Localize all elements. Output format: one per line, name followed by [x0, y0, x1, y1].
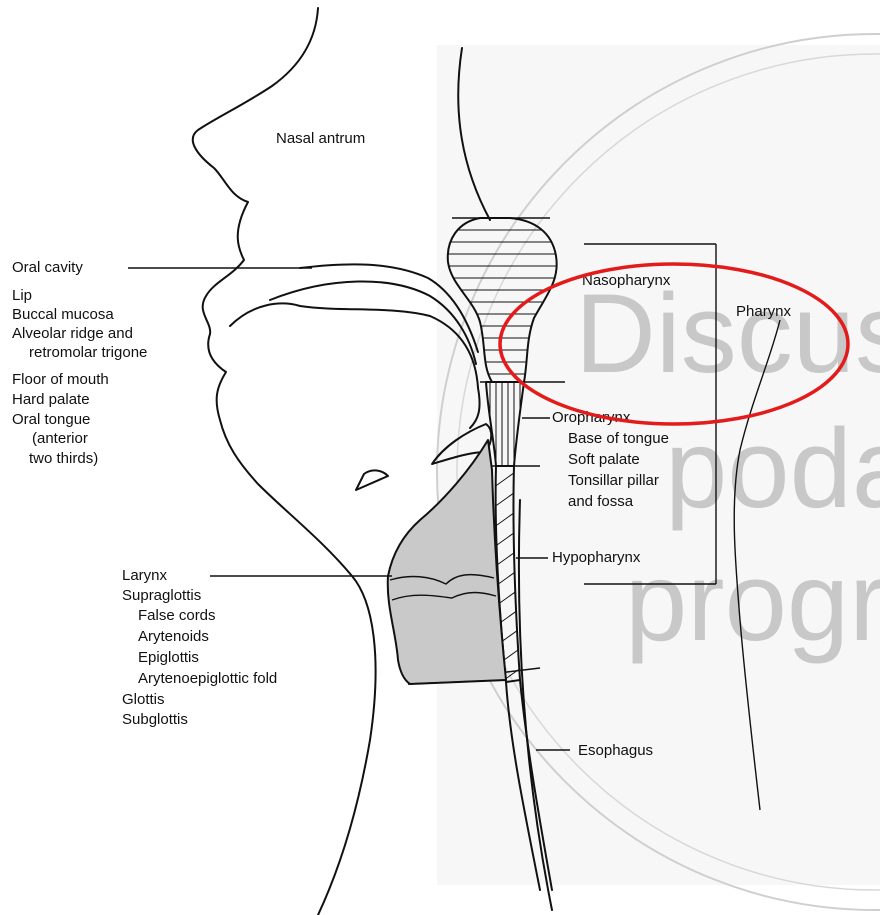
- label-pharynx: Pharynx: [736, 303, 792, 320]
- label-oropharynx: Oropharynx: [552, 409, 631, 426]
- label-oral-site: Floor of mouth: [12, 371, 109, 388]
- watermark-line-3: progr: [625, 539, 880, 664]
- label-oral-site: Alveolar ridge and: [12, 325, 133, 342]
- label-oropharynx-site: Base of tongue: [568, 430, 669, 447]
- label-esophagus: Esophagus: [578, 742, 653, 759]
- label-oral-site: Oral tongue: [12, 411, 90, 428]
- label-oropharynx-site: Soft palate: [568, 451, 640, 468]
- label-larynx-site: Subglottis: [122, 711, 188, 728]
- label-larynx-site: False cords: [138, 607, 216, 624]
- label-larynx-site: Glottis: [122, 691, 165, 708]
- label-oropharynx-site: and fossa: [568, 493, 634, 510]
- label-oral-site: two thirds): [29, 450, 98, 467]
- label-larynx: Larynx: [122, 567, 168, 584]
- label-larynx-site: Supraglottis: [122, 587, 201, 604]
- label-larynx-site: Arytenoepiglottic fold: [138, 670, 277, 687]
- label-oral-site: (anterior: [32, 430, 88, 447]
- label-oral-site: retromolar trigone: [29, 344, 147, 361]
- hyoid-bone: [356, 470, 388, 490]
- label-oropharynx-site: Tonsillar pillar: [568, 472, 659, 489]
- label-larynx-site: Epiglottis: [138, 649, 199, 666]
- label-oral-site: Buccal mucosa: [12, 306, 114, 323]
- label-oral-cavity: Oral cavity: [12, 259, 83, 276]
- label-nasal-antrum: Nasal antrum: [276, 130, 365, 147]
- label-hypopharynx: Hypopharynx: [552, 549, 641, 566]
- label-larynx-site: Arytenoids: [138, 628, 209, 645]
- label-oral-site: Lip: [12, 287, 32, 304]
- label-oral-site: Hard palate: [12, 391, 90, 408]
- label-nasopharynx: Nasopharynx: [582, 272, 671, 289]
